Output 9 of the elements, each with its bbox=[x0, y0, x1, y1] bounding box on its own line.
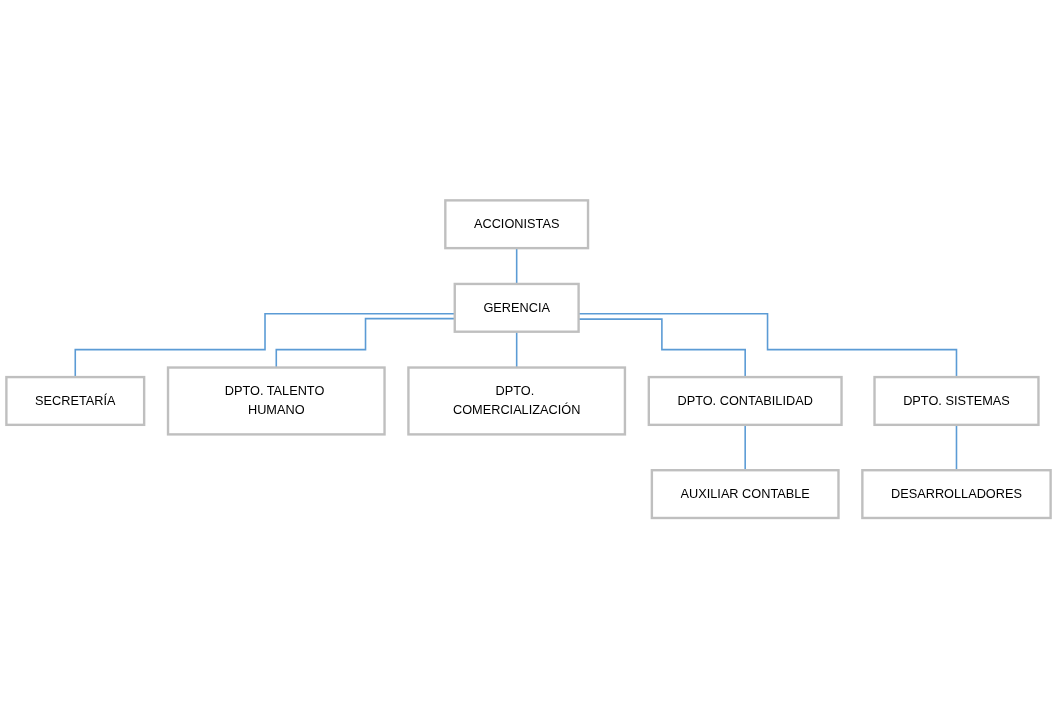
node-box: DPTO. SISTEMAS bbox=[873, 376, 1040, 427]
node-box: DPTO. COMERCIALIZACIÓN bbox=[407, 366, 627, 436]
node-box: GERENCIA bbox=[453, 283, 580, 334]
node-box: DESARROLLADORES bbox=[861, 469, 1052, 520]
node-box: AUXILIAR CONTABLE bbox=[650, 469, 840, 520]
node-box: ACCIONISTAS bbox=[444, 199, 590, 250]
node-box: DPTO. CONTABILIDAD bbox=[647, 376, 843, 427]
node-box: SECRETARÍA bbox=[5, 376, 146, 427]
node-box: DPTO. TALENTO HUMANO bbox=[166, 366, 386, 436]
